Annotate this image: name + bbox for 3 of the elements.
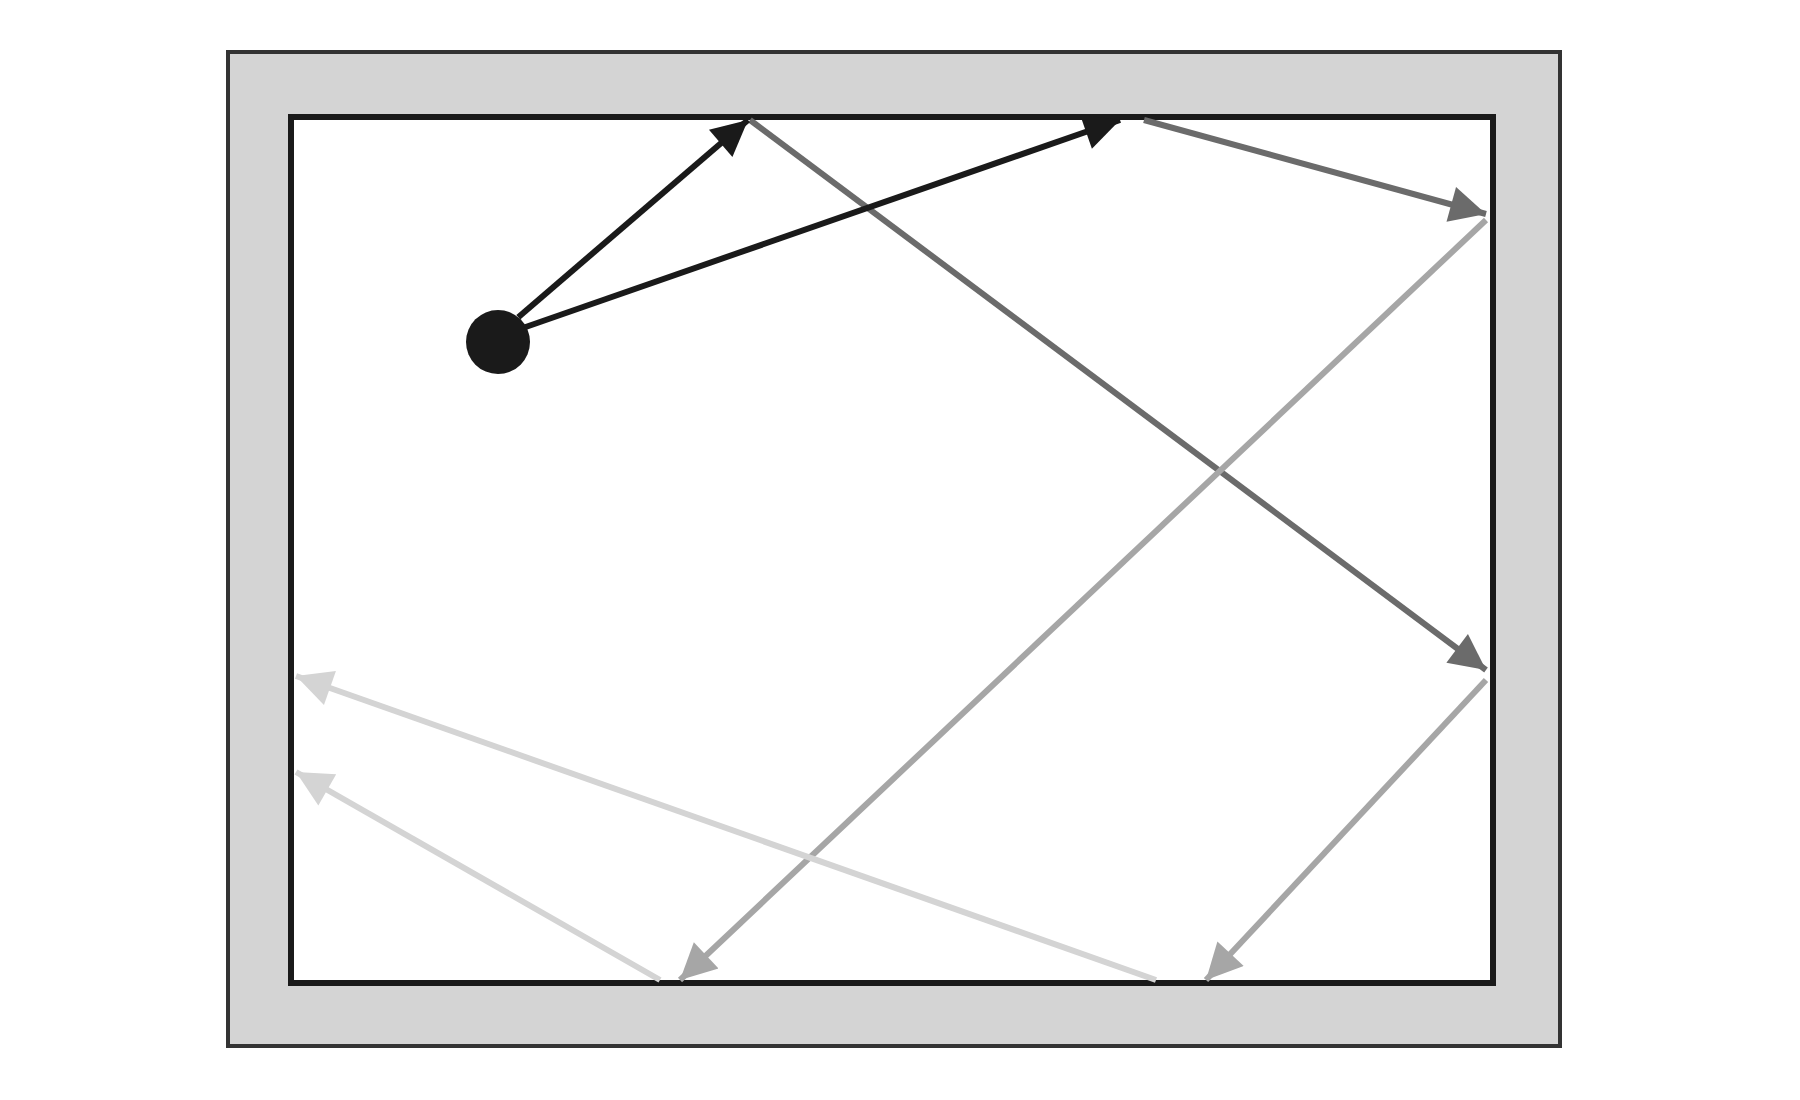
room-wall: [226, 50, 1562, 1048]
sound-ray-arrow: [523, 114, 1121, 331]
sound-ray-arrow: [516, 117, 750, 320]
